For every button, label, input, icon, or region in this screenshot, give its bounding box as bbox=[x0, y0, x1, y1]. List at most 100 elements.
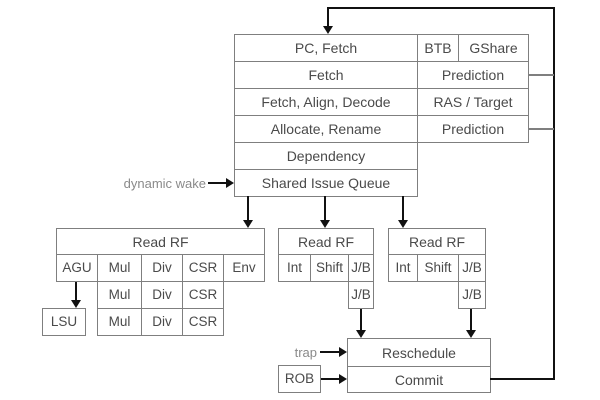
issue-arrowhead-right-icon bbox=[398, 220, 408, 228]
unit-int-mid: Int bbox=[278, 254, 311, 282]
unit-div-2-label: Div bbox=[152, 287, 172, 303]
dynamic-wake-label: dynamic wake bbox=[123, 176, 206, 191]
stage-dependency-label: Dependency bbox=[286, 148, 366, 164]
rob-commit-line bbox=[321, 378, 340, 380]
issue-line-mid bbox=[324, 196, 326, 221]
unit-jb-right-2-label: J/B bbox=[462, 287, 482, 303]
unit-int-mid-label: Int bbox=[286, 260, 302, 276]
block-rob-label: ROB bbox=[284, 371, 315, 387]
block-rob: ROB bbox=[278, 365, 321, 393]
readrf-right-header-label: Read RF bbox=[408, 233, 466, 250]
unit-csr-2-label: CSR bbox=[188, 287, 218, 303]
unit-agu: AGU bbox=[56, 254, 98, 282]
stage-commit: Commit bbox=[347, 366, 491, 393]
unit-jb-mid-1: J/B bbox=[348, 254, 374, 282]
unit-int-right-label: Int bbox=[395, 260, 411, 276]
trap-arrowhead-icon bbox=[339, 347, 347, 357]
block-prediction-1: Prediction bbox=[417, 61, 529, 89]
unit-div-1-label: Div bbox=[152, 260, 172, 276]
unit-div-3-label: Div bbox=[152, 314, 172, 330]
readrf-right-header: Read RF bbox=[388, 228, 486, 255]
unit-mul-1-label: Mul bbox=[108, 260, 131, 276]
stage-reschedule: Reschedule bbox=[347, 338, 491, 367]
jb-mid-reschedule-arrowhead-icon bbox=[356, 330, 366, 338]
unit-agu-label: AGU bbox=[62, 260, 92, 276]
unit-mul-2-label: Mul bbox=[108, 287, 131, 303]
unit-div-2: Div bbox=[141, 281, 183, 309]
agu-lsu-arrowhead-icon bbox=[71, 300, 81, 308]
unit-jb-right-1-label: J/B bbox=[462, 260, 482, 276]
issue-line-left bbox=[247, 196, 249, 221]
feedback-drop-line bbox=[327, 7, 329, 28]
unit-int-right: Int bbox=[388, 254, 418, 282]
trap-label: trap bbox=[294, 345, 317, 360]
stage-shared-issue-queue: Shared Issue Queue bbox=[234, 169, 418, 197]
feedback-top-line bbox=[327, 7, 555, 9]
unit-csr-2: CSR bbox=[182, 281, 224, 309]
unit-jb-mid-1-label: J/B bbox=[351, 260, 371, 276]
stage-pc-fetch-label: PC, Fetch bbox=[294, 40, 358, 56]
trap-line bbox=[320, 351, 340, 353]
stage-dependency: Dependency bbox=[234, 142, 418, 170]
unit-env: Env bbox=[223, 254, 265, 282]
rob-commit-arrowhead-icon bbox=[339, 374, 347, 384]
block-btb-label: BTB bbox=[424, 40, 452, 56]
unit-jb-mid-2-label: J/B bbox=[351, 287, 371, 303]
unit-lsu: LSU bbox=[42, 308, 86, 336]
unit-jb-mid-2: J/B bbox=[348, 281, 374, 309]
stage-allocate-rename: Allocate, Rename bbox=[234, 115, 418, 143]
stage-commit-label: Commit bbox=[394, 371, 444, 388]
unit-lsu-label: LSU bbox=[50, 314, 78, 330]
unit-mul-1: Mul bbox=[97, 254, 142, 282]
unit-mul-3: Mul bbox=[97, 308, 142, 336]
block-prediction-2: Prediction bbox=[417, 115, 529, 143]
unit-shift-right: Shift bbox=[417, 254, 459, 282]
issue-arrowhead-left-icon bbox=[243, 220, 253, 228]
unit-env-label: Env bbox=[232, 260, 256, 276]
dynamic-wake-line bbox=[208, 182, 227, 184]
readrf-mid-header-label: Read RF bbox=[297, 233, 355, 250]
unit-div-1: Div bbox=[141, 254, 183, 282]
unit-shift-right-label: Shift bbox=[424, 260, 452, 276]
unit-csr-1: CSR bbox=[182, 254, 224, 282]
block-gshare: GShare bbox=[458, 34, 529, 62]
block-btb: BTB bbox=[417, 34, 459, 62]
block-gshare-label: GShare bbox=[469, 40, 518, 56]
issue-line-right bbox=[402, 196, 404, 221]
stage-allocate-rename-label: Allocate, Rename bbox=[270, 121, 382, 137]
block-ras-target-label: RAS / Target bbox=[433, 94, 513, 110]
unit-div-3: Div bbox=[141, 308, 183, 336]
prediction1-tap-line bbox=[529, 74, 554, 76]
dynamic-wake-arrowhead-icon bbox=[226, 178, 234, 188]
unit-csr-3-label: CSR bbox=[188, 314, 218, 330]
unit-jb-right-1: J/B bbox=[458, 254, 486, 282]
unit-shift-mid: Shift bbox=[310, 254, 349, 282]
issue-arrowhead-mid-icon bbox=[320, 220, 330, 228]
block-prediction-2-label: Prediction bbox=[441, 121, 505, 137]
jb-mid-reschedule-line bbox=[360, 309, 362, 331]
feedback-bottom-line bbox=[490, 378, 555, 380]
stage-reschedule-label: Reschedule bbox=[382, 344, 456, 361]
stage-shared-issue-queue-label: Shared Issue Queue bbox=[261, 175, 391, 191]
unit-jb-right-2: J/B bbox=[458, 281, 486, 309]
unit-csr-1-label: CSR bbox=[188, 260, 218, 276]
readrf-left-header-label: Read RF bbox=[132, 233, 189, 250]
stage-fetch-align-decode-label: Fetch, Align, Decode bbox=[261, 94, 391, 110]
unit-mul-3-label: Mul bbox=[108, 314, 131, 330]
block-ras-target: RAS / Target bbox=[417, 88, 529, 116]
readrf-left-header: Read RF bbox=[56, 228, 265, 255]
readrf-mid-header: Read RF bbox=[278, 228, 374, 255]
feedback-arrowhead-icon bbox=[323, 26, 333, 34]
block-prediction-1-label: Prediction bbox=[441, 67, 505, 83]
prediction2-tap-line bbox=[529, 128, 554, 130]
agu-lsu-line bbox=[75, 282, 77, 302]
stage-fetch-label: Fetch bbox=[308, 67, 344, 83]
unit-csr-3: CSR bbox=[182, 308, 224, 336]
stage-fetch: Fetch bbox=[234, 61, 418, 89]
stage-fetch-align-decode: Fetch, Align, Decode bbox=[234, 88, 418, 116]
jb-right-reschedule-line bbox=[470, 309, 472, 331]
stage-pc-fetch: PC, Fetch bbox=[234, 34, 418, 62]
feedback-right-line bbox=[553, 7, 555, 380]
unit-mul-2: Mul bbox=[97, 281, 142, 309]
